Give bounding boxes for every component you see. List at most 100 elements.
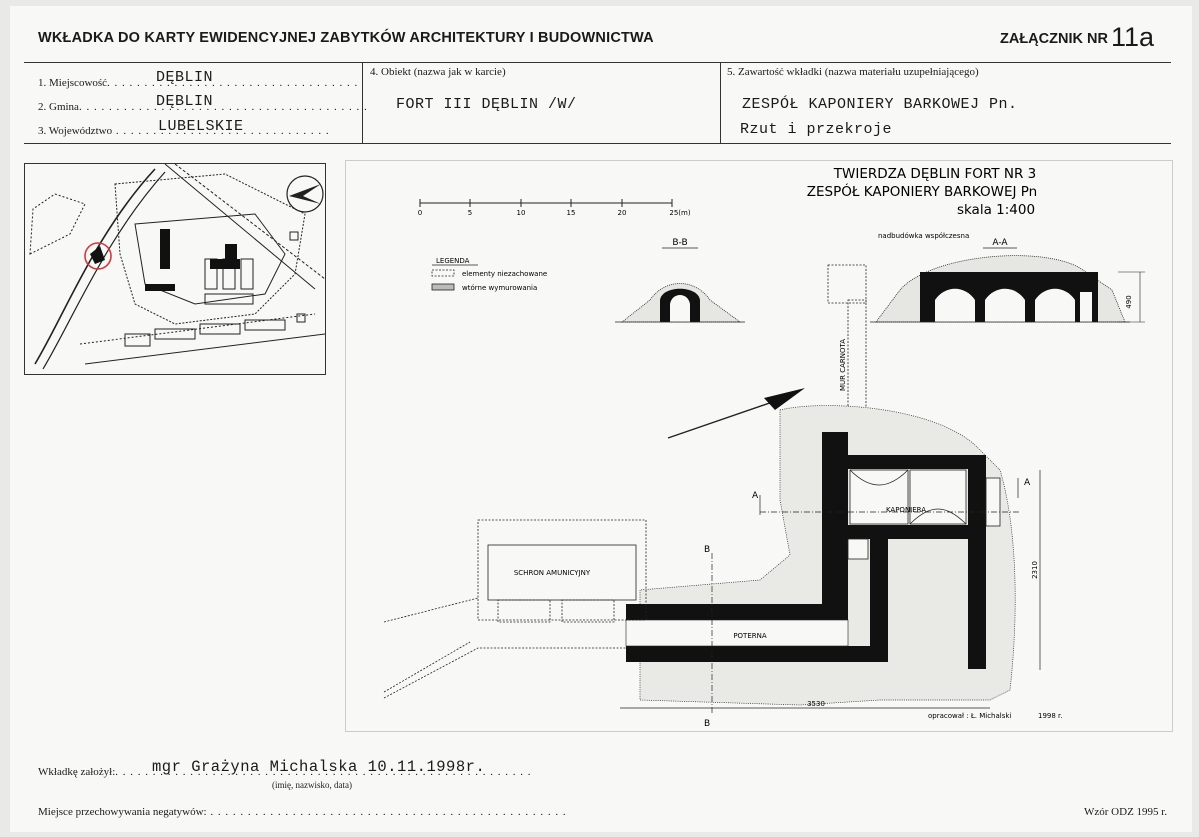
block-4: [124, 333, 151, 347]
railway-line-2: [42, 171, 166, 370]
voivodeship-label-text: 3. Województwo: [38, 125, 113, 137]
author-credit: opracował : Ł. Michalski: [928, 712, 1011, 720]
created-by-value: mgr Grażyna Michalska 10.11.1998r.: [152, 758, 486, 776]
annex-number: 11a: [1110, 22, 1154, 52]
negatives-location-label-text: Miejsce przechowywania negatywów:: [38, 806, 207, 818]
legend-swatch-unpreserved: [431, 269, 455, 277]
scale-tick-5: 5: [468, 209, 472, 217]
legend-title: LEGENDA: [436, 257, 470, 265]
block-3: [244, 319, 286, 331]
location-map-drawing: [29, 164, 325, 370]
dots: . . . . . . . . . . . . . . . . . . . . …: [112, 125, 330, 137]
commune-value: DĘBLIN: [156, 93, 214, 110]
dimension-490: 490: [1125, 295, 1133, 308]
header-divider-1: [362, 62, 363, 143]
dimension-3530: 3530: [807, 700, 825, 708]
building-2: [145, 284, 175, 291]
block-1: [154, 328, 196, 340]
form-title: WKŁADKA DO KARTY EWIDENCYJNEJ ZABYTKÓW A…: [38, 30, 654, 46]
fort-outline: [114, 173, 306, 325]
plan-drawing-frame: [345, 160, 1173, 732]
form-code: Wzór ODZ 1995 r.: [1084, 806, 1168, 818]
dots: . . . . . . . . . . . . . . . . . . . . …: [115, 766, 532, 778]
dots: . . . . . . . . . . . . . . . . . . . . …: [107, 77, 359, 89]
ammunition-shelter: [383, 519, 647, 699]
commune-label: 2. Gmina. . . . . . . . . . . . . . . . …: [38, 101, 368, 113]
building-1: [160, 229, 170, 269]
marker-b-top: B: [704, 545, 710, 555]
locality-label-text: 1. Miejscowość: [38, 77, 108, 89]
block-8: [204, 293, 254, 305]
section-bb-title: B-B: [672, 238, 687, 248]
block-10: [296, 313, 306, 323]
dimension-2310: 2310: [1031, 561, 1039, 579]
marker-a-left: A: [752, 491, 759, 501]
scale-tick-10: 10: [517, 209, 526, 217]
content-value-2: Rzut i przekroje: [740, 121, 893, 138]
content-label: 5. Zawartość wkładki (nazwa materiału uz…: [727, 66, 979, 78]
marker-a-right: A: [1024, 478, 1031, 488]
dots: . . . . . . . . . . . . . . . . . . . . …: [78, 101, 368, 113]
map-highlight-circle: [84, 242, 112, 270]
plan-title-1: TWIERDZA DĘBLIN FORT NR 3: [833, 166, 1036, 182]
header-top-rule: [24, 62, 1171, 63]
created-by-label: Wkładkę założył:. . . . . . . . . . . . …: [38, 766, 532, 778]
section-aa-title: A-A: [992, 238, 1008, 248]
fort-buildings: [90, 229, 240, 291]
scale-tick-0: 0: [418, 209, 422, 217]
legend-swatch-secondary: [431, 283, 455, 291]
north-arrow-icon: [286, 175, 324, 213]
location-map: [24, 163, 326, 375]
created-by-caption: (imię, nazwisko, data): [272, 780, 352, 790]
shelter-label: SCHRON AMUNICYJNY: [514, 569, 591, 577]
section-markers: [620, 470, 1041, 715]
postern-label: POTERNA: [733, 632, 767, 640]
scale-bar: [419, 199, 673, 207]
header-divider-2: [720, 62, 721, 143]
section-bb-drawing: [615, 283, 745, 323]
caponier-label: KAPONIERA: [886, 506, 926, 514]
block-2: [199, 323, 241, 335]
carnot-wall: [827, 264, 867, 441]
dots: . . . . . . . . . . . . . . . . . . . . …: [206, 806, 567, 818]
section-aa-drawing: [870, 255, 1145, 323]
superstructure-note: nadbudówka współczesna: [878, 232, 969, 240]
author-year: 1998 r.: [1038, 712, 1063, 720]
annex-label-text: ZAŁĄCZNIK NR: [1000, 31, 1108, 47]
marker-b-bottom: B: [704, 719, 710, 729]
carnot-wall-label: MUR CARNOTA: [839, 339, 847, 391]
created-by-label-text: Wkładkę założył:: [38, 766, 116, 778]
road-edge: [164, 164, 316, 290]
railway-line: [34, 168, 156, 365]
voivodeship-value: LUBELSKIE: [158, 118, 244, 135]
caponier-rooms: [847, 469, 1001, 560]
postern-corridor: [625, 619, 849, 647]
building-4: [225, 244, 237, 269]
object-label: 4. Obiekt (nazwa jak w karcie): [370, 66, 506, 78]
street-south-2: [79, 313, 316, 345]
scale-tick-25: 25(m): [669, 209, 690, 217]
scale-tick-20: 20: [618, 209, 627, 217]
content-value-1: ZESPÓŁ KAPONIERY BARKOWEJ Pn.: [742, 96, 1018, 113]
negatives-location-label: Miejsce przechowywania negatywów: . . . …: [38, 806, 567, 818]
block-7: [240, 258, 254, 290]
header-bottom-rule: [24, 143, 1171, 144]
commune-label-text: 2. Gmina: [38, 101, 79, 113]
scale-tick-15: 15: [567, 209, 576, 217]
parcel-west: [29, 193, 86, 255]
legend-item-secondary: wtórne wymurowania: [462, 284, 537, 292]
caponier-walls: [626, 432, 986, 669]
road-line: [174, 164, 325, 280]
legend-item-unpreserved: elementy niezachowane: [462, 270, 547, 278]
caponier-building: [90, 246, 105, 264]
street-south: [84, 333, 325, 365]
direction-arrow-icon: [667, 388, 805, 439]
object-value: FORT III DĘBLIN /W/: [396, 96, 577, 113]
block-9: [289, 231, 299, 241]
voivodeship-label: 3. Województwo . . . . . . . . . . . . .…: [38, 125, 330, 137]
plan-scale: skala 1:400: [957, 202, 1035, 218]
plan-title-2: ZESPÓŁ KAPONIERY BARKOWEJ Pn: [807, 182, 1038, 200]
locality-value: DĘBLIN: [156, 69, 214, 86]
locality-label: 1. Miejscowość. . . . . . . . . . . . . …: [38, 77, 358, 89]
